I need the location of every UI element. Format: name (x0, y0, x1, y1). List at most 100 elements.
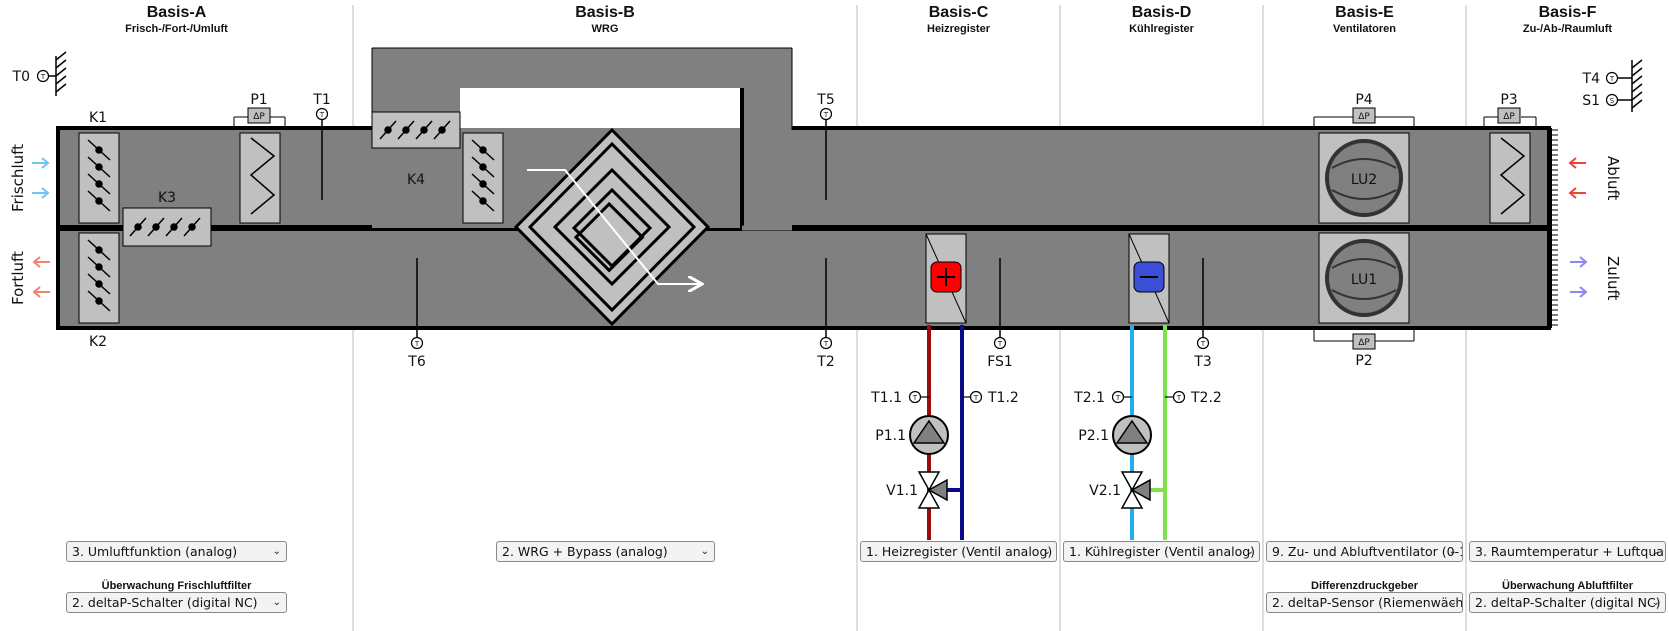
sensor-stems (321, 119, 1204, 337)
basis-b-mode-select[interactable]: 2. WRG + Bypass (analog) ⌄ (496, 541, 715, 562)
sensor-symbol-fs1: T (997, 340, 1003, 348)
basis-c-mode-value: 1. Heizregister (Ventil analog) (866, 544, 1053, 559)
heater-coil (925, 233, 967, 324)
basis-e-dp-label: Differenzdruckgeber (1311, 580, 1418, 592)
section-f-subtitle: Zu-/Ab-/Raumluft (1522, 23, 1613, 35)
label-fs1: FS1 (987, 354, 1013, 370)
damper-k3 (122, 207, 212, 247)
chevron-down-icon: ⌄ (272, 597, 281, 608)
label-k4: K4 (407, 172, 425, 188)
temp-sensors (36, 69, 1619, 404)
basis-f-mode-value: 3. Raumtemperatur + Luftqualität (1475, 544, 1665, 559)
valve-v21 (1120, 471, 1151, 509)
label-p4: P4 (1355, 92, 1372, 108)
sensor-symbol-t5: T (823, 111, 829, 119)
fan-lu2 (1313, 107, 1415, 224)
wall-hatch-right (1550, 128, 1558, 328)
damper-k4-vertical (462, 132, 504, 224)
chevron-down-icon: ⌄ (1245, 546, 1254, 557)
label-t11: T1.1 (870, 390, 902, 406)
label-v11: V1.1 (886, 483, 918, 499)
section-a-subtitle: Frisch-/Fort-/Umluft (125, 23, 228, 35)
exhaust-air-arrows (32, 256, 50, 298)
section-d-header: Basis-D Kühlregister (1060, 4, 1263, 36)
basis-e-mode-select[interactable]: 9. Zu- und Abluftventilator (0-10V)⌄ (1266, 541, 1463, 562)
label-t22: T2.2 (1190, 390, 1222, 406)
pump-p11 (909, 415, 949, 455)
damper-k2 (78, 232, 120, 324)
chevron-down-icon: ⌄ (1448, 546, 1457, 557)
basis-a-filter-select[interactable]: 2. deltaP-Schalter (digital NC)⌄ (66, 592, 287, 613)
label-abluft: Abluft (1604, 156, 1622, 200)
chevron-down-icon: ⌄ (700, 546, 709, 557)
filter-p1 (233, 107, 286, 224)
label-t2: T2 (816, 354, 834, 370)
label-t12: T1.2 (987, 390, 1019, 406)
sensor-symbol-t11: T (912, 394, 918, 402)
basis-b-mode-value: 2. WRG + Bypass (analog) (502, 544, 668, 559)
section-e-header: Basis-E Ventilatoren (1263, 4, 1466, 36)
chevron-down-icon: ⌄ (272, 546, 281, 557)
room-wall-right (1618, 59, 1643, 112)
basis-a-mode-select[interactable]: 3. Umluftfunktion (analog)⌄ (66, 541, 287, 562)
basis-e-mode-value: 9. Zu- und Abluftventilator (0-10V) (1272, 544, 1462, 559)
label-t0: T0 (12, 69, 30, 85)
wrg-flow-arrow (527, 169, 700, 284)
section-c-title: Basis-C (928, 4, 989, 21)
sensor-symbol-t4: T (1609, 75, 1615, 83)
fan-lu1 (1313, 232, 1415, 350)
section-c-subtitle: Heizregister (927, 23, 990, 35)
dp-symbol-p2: ΔP (1358, 338, 1370, 348)
label-v21: V2.1 (1089, 483, 1121, 499)
fresh-air-arrows (32, 157, 50, 199)
label-t1: T1 (312, 92, 330, 108)
basis-a-filter-label: Überwachung Frischluftfilter (101, 580, 252, 592)
valve-v11 (917, 471, 948, 509)
basis-f-filter-value: 2. deltaP-Schalter (digital NC) (1475, 595, 1661, 610)
label-frischluft: Frischluft (9, 144, 27, 212)
basis-e-dp-value: 2. deltaP-Sensor (Riemenwächter) (1272, 595, 1463, 610)
section-c-header: Basis-C Heizregister (857, 4, 1060, 36)
outdoor-wall-left (49, 51, 67, 96)
sensor-symbol-t1: T (319, 111, 325, 119)
label-p11: P1.1 (875, 428, 906, 444)
damper-k4 (371, 111, 461, 149)
chevron-down-icon: ⌄ (1651, 546, 1660, 557)
sensor-symbol-t21: T (1115, 394, 1121, 402)
chevron-down-icon: ⌄ (1651, 597, 1660, 608)
basis-c-mode-select[interactable]: 1. Heizregister (Ventil analog)⌄ (860, 541, 1057, 562)
section-e-subtitle: Ventilatoren (1333, 23, 1396, 35)
chevron-down-icon: ⌄ (1448, 597, 1457, 608)
label-p2: P2 (1355, 353, 1372, 369)
label-lu2: LU2 (1351, 172, 1377, 188)
section-d-title: Basis-D (1131, 4, 1192, 21)
label-t5: T5 (816, 92, 834, 108)
sensor-symbol-t2: T (823, 340, 829, 348)
supply-air-arrows (1570, 256, 1588, 298)
sensor-symbol-t3: T (1200, 340, 1206, 348)
label-p3: P3 (1500, 92, 1517, 108)
section-d-subtitle: Kühlregister (1129, 23, 1194, 35)
basis-d-mode-select[interactable]: 1. Kühlregister (Ventil analog)⌄ (1063, 541, 1260, 562)
pump-p21 (1112, 415, 1152, 455)
section-f-title: Basis-F (1538, 4, 1597, 21)
label-t4: T4 (1582, 71, 1601, 87)
sensor-symbol-s1: S (1610, 97, 1615, 105)
dp-symbol-p1: ΔP (253, 112, 265, 122)
label-t3: T3 (1193, 354, 1211, 370)
section-b-header: Basis-B WRG (353, 4, 857, 36)
extract-air-arrows (1568, 157, 1586, 199)
label-s1: S1 (1582, 93, 1600, 109)
basis-f-filter-select[interactable]: 2. deltaP-Schalter (digital NC)⌄ (1469, 592, 1666, 613)
basis-f-mode-select[interactable]: 3. Raumtemperatur + Luftqualität⌄ (1469, 541, 1666, 562)
basis-f-filter-label: Überwachung Abluftfilter (1502, 580, 1633, 592)
section-b-subtitle: WRG (591, 23, 619, 35)
basis-d-mode-value: 1. Kühlregister (Ventil analog) (1069, 544, 1256, 559)
filter-p3 (1483, 107, 1537, 224)
sensor-symbol-t22: T (1176, 394, 1182, 402)
label-t21: T2.1 (1073, 390, 1105, 406)
sensor-symbol-t0: T (40, 73, 46, 81)
label-zuluft: Zuluft (1604, 256, 1622, 300)
basis-e-dp-select[interactable]: 2. deltaP-Sensor (Riemenwächter)⌄ (1266, 592, 1463, 613)
chevron-down-icon: ⌄ (1042, 546, 1051, 557)
